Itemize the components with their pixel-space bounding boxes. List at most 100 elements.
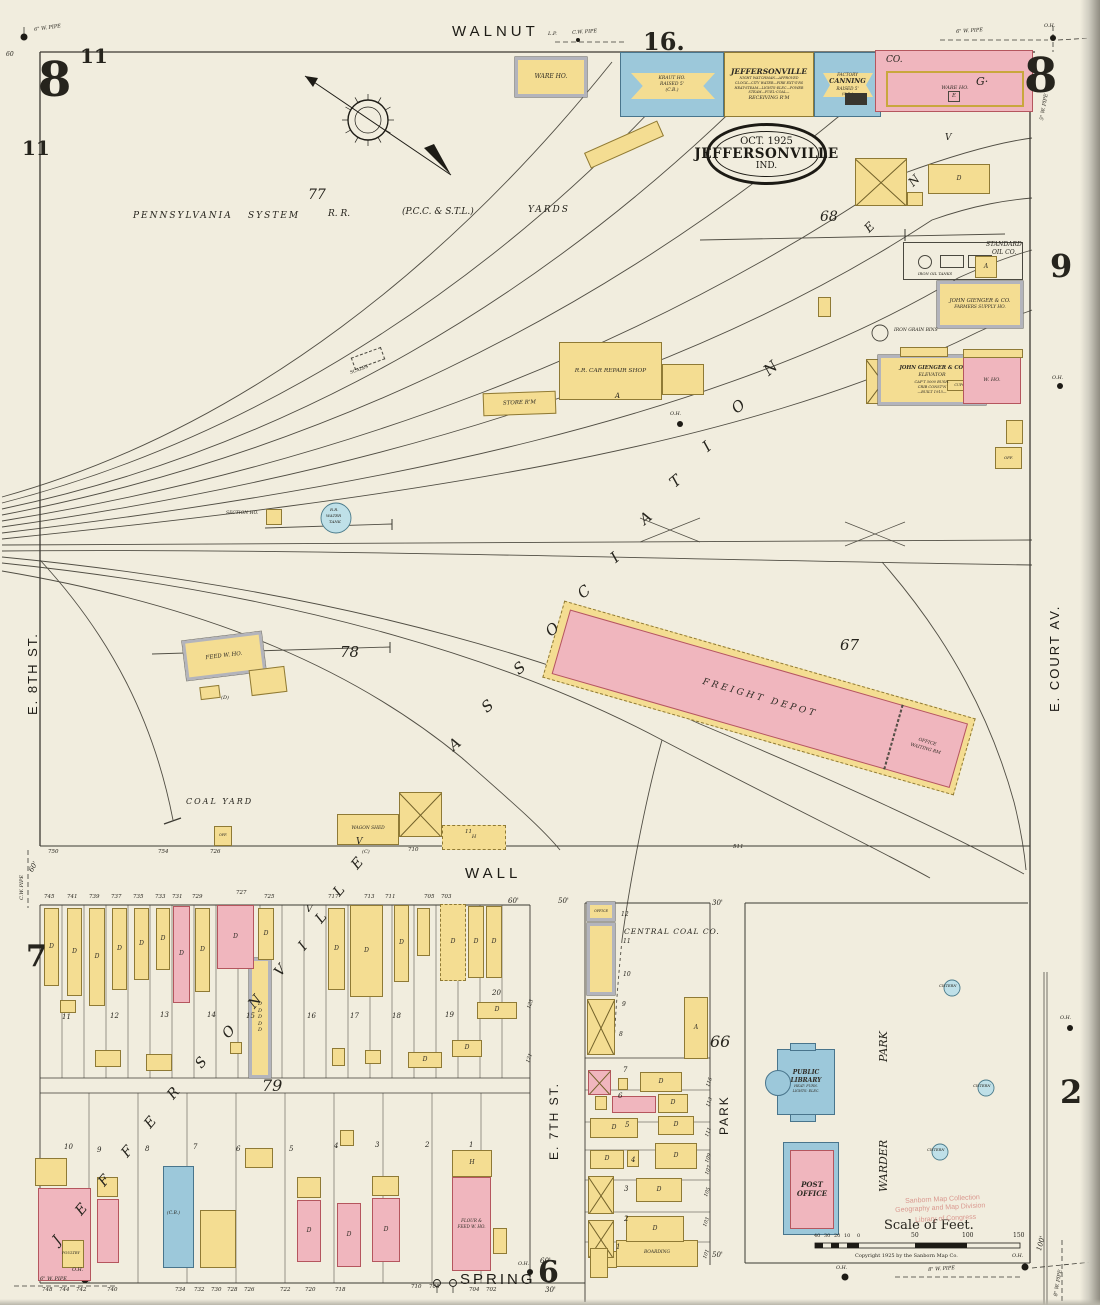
building-label: LIBRARY	[790, 1076, 822, 1084]
map-label: V	[271, 961, 290, 980]
map-label: 8	[619, 1031, 623, 1038]
map-label: 1	[616, 1243, 621, 1251]
map-label: 121	[525, 1052, 534, 1064]
building	[588, 1070, 611, 1095]
scale-bar-block	[847, 1243, 859, 1248]
building	[163, 1166, 194, 1268]
building-letter: H	[469, 1159, 475, 1167]
building-label: CRIB CONST'N	[917, 384, 947, 389]
building-letter: D	[956, 174, 962, 182]
building-label: WARE HO.	[534, 72, 568, 80]
hydrant	[20, 33, 28, 41]
block-number: 66	[710, 1032, 731, 1051]
building-label: PUBLIC	[792, 1068, 820, 1076]
map-label: 710	[411, 1284, 422, 1290]
central-coal-x	[587, 999, 615, 1055]
map-title-date: OCT. 1925	[740, 135, 793, 147]
street-walnut: WALNUT	[452, 23, 539, 40]
map-label: 728	[227, 1287, 238, 1293]
map-label: 15	[246, 1012, 255, 1020]
map-label: O.H.	[1052, 375, 1064, 381]
map-label: 0	[857, 1233, 861, 1239]
warder-park-label: WARDER	[877, 1139, 890, 1192]
building	[146, 1054, 172, 1071]
building-label: OFF.	[1004, 454, 1013, 460]
map-label: 726	[210, 849, 221, 855]
map-label: 708	[429, 1284, 440, 1290]
map-label: N	[905, 171, 923, 190]
building-label-group: CUPOLA	[948, 381, 976, 390]
map-title-inner: OCT. 1925 JEFFERSONVILLE IND.	[694, 131, 838, 177]
building-letter: D	[233, 932, 238, 940]
map-label: 704	[469, 1287, 480, 1293]
map-label: 107	[704, 1164, 713, 1176]
railroad-track	[844, 521, 906, 547]
map-label: 1	[469, 1141, 474, 1149]
building: E	[948, 91, 960, 102]
compass-tick	[377, 97, 382, 103]
map-title-state: IND.	[755, 160, 778, 171]
building-label: CUPOLA	[954, 382, 970, 387]
map-label: 718	[335, 1287, 346, 1293]
map-label: 3	[375, 1141, 380, 1149]
office-small-2: OFF.	[995, 447, 1022, 469]
warder-park-label: PARK	[877, 1031, 890, 1062]
map-label: OIL CO.	[992, 249, 1017, 256]
gienger-warehouse: W. HO.	[963, 357, 1021, 404]
map-label: 14	[207, 1011, 216, 1019]
building	[765, 1070, 791, 1096]
central-coal-shed	[587, 923, 615, 995]
oh-marker	[1050, 35, 1056, 41]
building	[612, 1096, 656, 1113]
compass-tick	[385, 106, 391, 111]
map-label: O.H.	[1012, 1253, 1024, 1259]
building-label: NIGHT WATCHMAN—APPROVED	[739, 75, 799, 80]
building-letter: D	[72, 947, 77, 955]
building-label: D	[257, 1007, 262, 1014]
map-label: 10	[844, 1233, 851, 1239]
building-letter: D	[604, 1155, 610, 1163]
map-label: 737	[111, 894, 122, 900]
map-label: 50'	[558, 897, 569, 905]
lp-marker	[576, 38, 580, 42]
map-label: 100	[962, 1232, 974, 1239]
utility-symbol	[449, 1279, 457, 1287]
map-label: 109	[704, 1152, 713, 1164]
central-coal-office: OFFICE	[587, 902, 615, 921]
map-label: C.W. PIPE	[19, 874, 25, 900]
coal-yard-label: COAL YARD	[186, 797, 254, 806]
map-label: 5	[625, 1121, 630, 1129]
building	[627, 1150, 639, 1167]
building-letter: D	[652, 1224, 658, 1232]
map-label: 18	[392, 1012, 401, 1020]
page-number: 8	[38, 52, 72, 108]
central-coal-label: CENTRAL COAL CO.	[624, 927, 720, 936]
wagon-shed-annex: H	[442, 825, 506, 850]
building-label: HEAT: FURN.	[794, 1084, 818, 1089]
building-label: W. HO.	[983, 376, 1001, 383]
map-label: R.R.	[330, 507, 339, 512]
building-label: R.R. CAR REPAIR SHOP	[574, 367, 647, 374]
building: D	[394, 905, 409, 982]
map-label: 745	[44, 894, 55, 900]
building: D	[328, 908, 345, 990]
rr-car-repair-shop: R.R. CAR REPAIR SHOP	[559, 342, 662, 400]
map-label: 115	[705, 1076, 714, 1088]
building-label: —BUILT 1915—	[917, 389, 947, 394]
map-label: 2	[624, 1215, 629, 1223]
building-letter: D	[656, 1185, 662, 1193]
building	[332, 1048, 345, 1066]
map-label: (C.B.)	[167, 1211, 180, 1216]
map-label: 11	[623, 938, 631, 945]
building-letter: D	[611, 1123, 617, 1131]
map-label: WATER	[326, 513, 342, 518]
map-label: 4	[334, 1142, 339, 1150]
scale-hut	[845, 93, 867, 105]
canning-warehouse-g: WARE HO.E	[875, 50, 1033, 112]
block-number: 78	[340, 643, 360, 661]
building-letter: H	[471, 833, 477, 840]
map-label: 726	[244, 1287, 255, 1293]
